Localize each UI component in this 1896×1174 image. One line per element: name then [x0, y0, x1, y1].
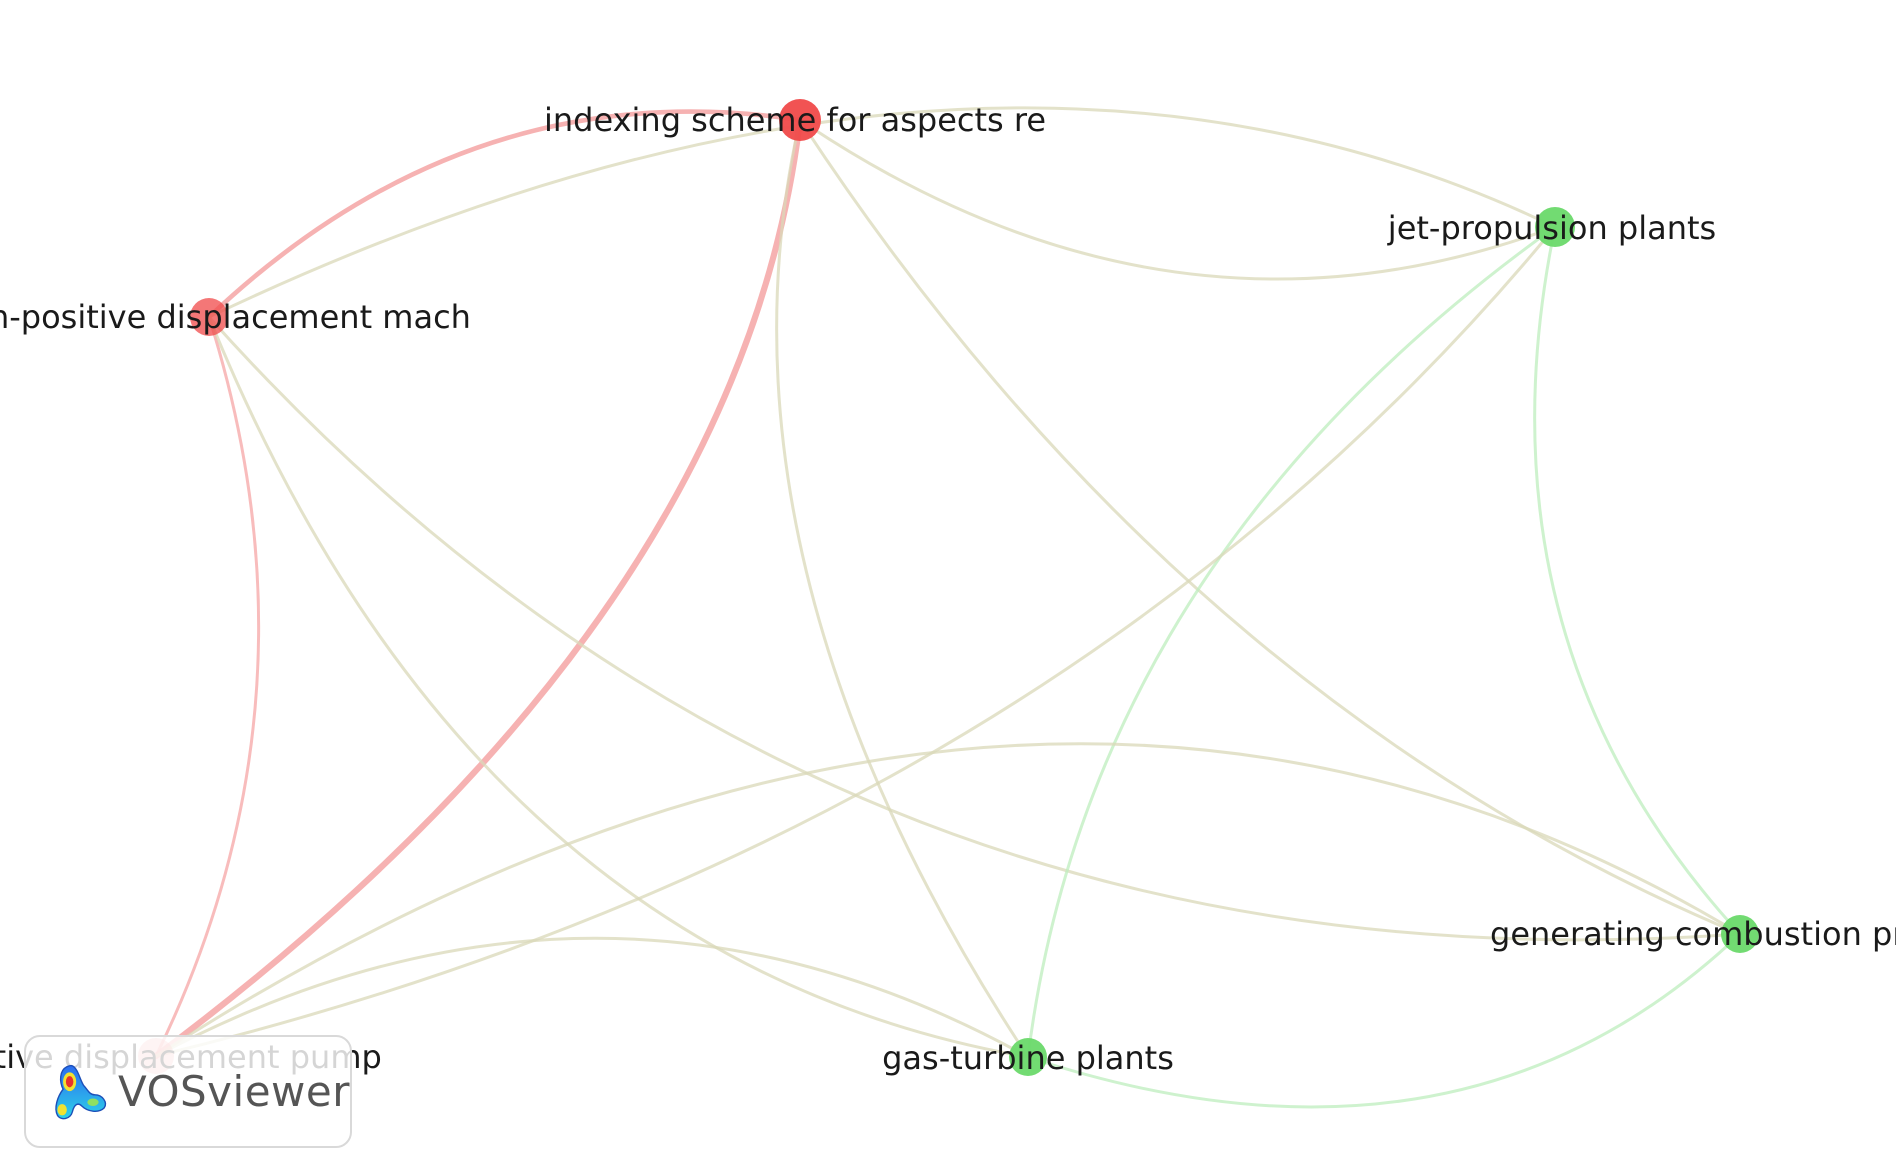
node-label-gasturbine[interactable]: gas-turbine plants: [882, 1039, 1174, 1077]
node-jet[interactable]: [1535, 207, 1575, 247]
edge-gasturbine-gencomb[interactable]: [1026, 932, 1742, 1109]
vosviewer-logo: VOSviewer: [24, 1035, 352, 1148]
edge-nonpos-jet[interactable]: [207, 106, 1557, 319]
edge-pospump-gasturbine[interactable]: [154, 936, 1030, 1059]
edge-jet-gasturbine[interactable]: [1026, 225, 1557, 1059]
edge-jet-gencomb[interactable]: [1533, 225, 1742, 936]
node-indexing[interactable]: [779, 99, 821, 141]
node-label-indexing[interactable]: indexing scheme for aspects re: [544, 101, 1046, 139]
edge-nonpos-gencomb[interactable]: [207, 315, 1742, 942]
edge-jet-pospump[interactable]: [154, 225, 1557, 1058]
node-label-gencomb[interactable]: generating combustion pro: [1490, 915, 1896, 953]
node-gasturbine[interactable]: [1009, 1038, 1047, 1076]
node-label-jet[interactable]: jet-propulsion plants: [1387, 209, 1716, 247]
edge-indexing-pospump[interactable]: [152, 116, 804, 1060]
logo-text: VOSviewer: [117, 1067, 350, 1116]
node-gencomb[interactable]: [1721, 915, 1759, 953]
vosviewer-density-icon: [55, 1064, 107, 1119]
edge-indexing-jet[interactable]: [798, 118, 1557, 281]
edge-indexing-gencomb[interactable]: [798, 118, 1742, 936]
edge-indexing-gasturbine[interactable]: [775, 118, 1030, 1059]
edge-nonpos-pospump[interactable]: [154, 315, 261, 1058]
node-label-nonpos[interactable]: non-positive displacement mach: [0, 298, 471, 336]
labels-layer: indexing scheme for aspects re non-positi…: [0, 101, 1896, 1077]
nodes-layer: [138, 99, 1759, 1076]
edge-nonpos-gasturbine[interactable]: [207, 315, 1030, 1059]
node-nonpos[interactable]: [190, 298, 228, 336]
edge-pospump-gencomb[interactable]: [154, 742, 1742, 1058]
edges-layer: [152, 106, 1742, 1109]
edge-indexing-nonpos[interactable]: [206, 109, 803, 320]
